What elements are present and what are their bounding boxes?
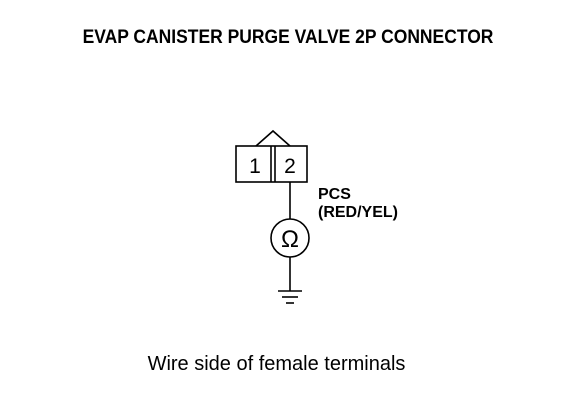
pin-1-label: 1 <box>249 155 261 178</box>
connector-2p <box>235 129 308 183</box>
ohm-symbol: Ω <box>281 226 299 253</box>
diagram-title: EVAP CANISTER PURGE VALVE 2P CONNECTOR <box>82 27 494 48</box>
connector-lock-tab <box>255 129 291 147</box>
wire-color-label: (RED/YEL) <box>318 204 398 221</box>
ground-icon <box>278 290 302 304</box>
diagram-caption: Wire side of female terminals <box>147 353 406 375</box>
pin-2-label: 2 <box>284 155 296 178</box>
wire-name-label: PCS <box>318 186 351 203</box>
